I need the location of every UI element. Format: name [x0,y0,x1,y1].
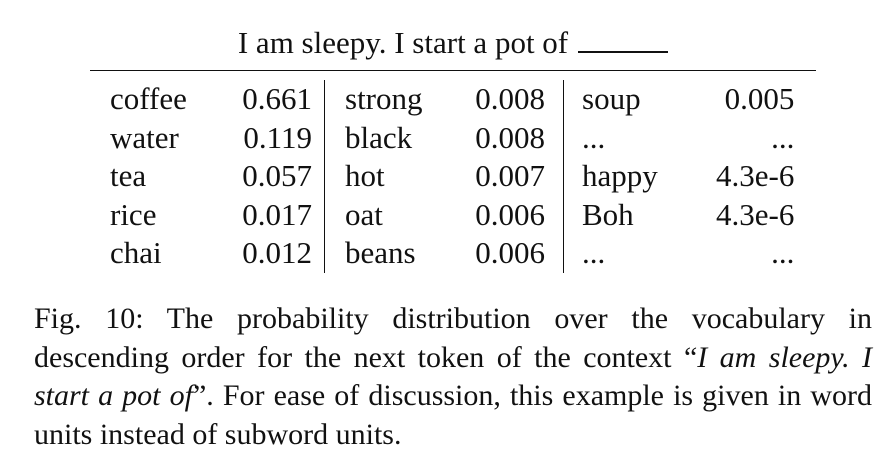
caption-text-2: ”. For ease of discussion, this example … [34,379,872,451]
token-word: coffee [110,81,187,116]
token-word: hot [345,158,385,193]
caption-italic-context: I am sleepy. I start a pot of [34,340,872,413]
blank-line [578,27,669,53]
table-row: coffee 0.661 strong 0.008 soup 0.005 [110,80,794,119]
token-probability: ... [771,119,795,155]
token-word: ... [582,235,606,270]
title-rule [90,70,816,71]
table-title: I am sleepy. I start a pot of [90,24,816,62]
token-probability: 0.005 [724,81,795,116]
token-word: tea [110,158,147,193]
token-probability: 0.012 [232,234,325,273]
token-probability: 0.006 [470,195,564,234]
token-word: ... [582,119,606,155]
token-probability: 0.006 [470,234,564,273]
token-probability: ... [771,235,795,270]
table-row: water 0.119 black 0.008...... [110,118,795,157]
token-word: oat [345,196,383,232]
token-probability: 0.008 [470,80,564,119]
figure-caption: Fig. 10: The probability distribution ov… [34,300,872,454]
token-word: soup [582,81,641,116]
token-probability: 0.008 [470,118,564,157]
token-word: water [110,119,179,155]
table-title-text: I am sleepy. I start a pot of [237,25,569,60]
token-probability: 0.057 [232,157,325,196]
token-probability: 0.661 [232,80,325,119]
token-word: beans [345,235,416,270]
token-word: Boh [582,196,634,232]
table-row: tea 0.057 hot 0.007 happy 4.3e-6 [110,157,794,196]
token-probability: 0.007 [470,157,564,196]
token-word: strong [345,81,423,116]
token-word: rice [110,196,157,232]
table-row: rice 0.017 oat 0.006 Boh 4.3e-6 [110,195,795,234]
caption-text-1: Fig. 10: The probability distribution ov… [34,302,872,374]
token-word: black [345,119,413,155]
token-word: chai [110,235,162,270]
token-probability: 0.017 [232,195,325,234]
probability-table: coffee 0.661 strong 0.008 soup 0.005 water 0.11… [110,80,794,273]
probability-table-body: coffee 0.661 strong 0.008 soup 0.005 water 0.11… [110,80,794,273]
token-probability: 4.3e-6 [716,196,795,232]
token-probability: 4.3e-6 [716,158,795,193]
table-row: chai 0.012 beans 0.006...... [110,234,794,273]
token-word: happy [582,158,658,193]
token-probability: 0.119 [232,118,325,157]
